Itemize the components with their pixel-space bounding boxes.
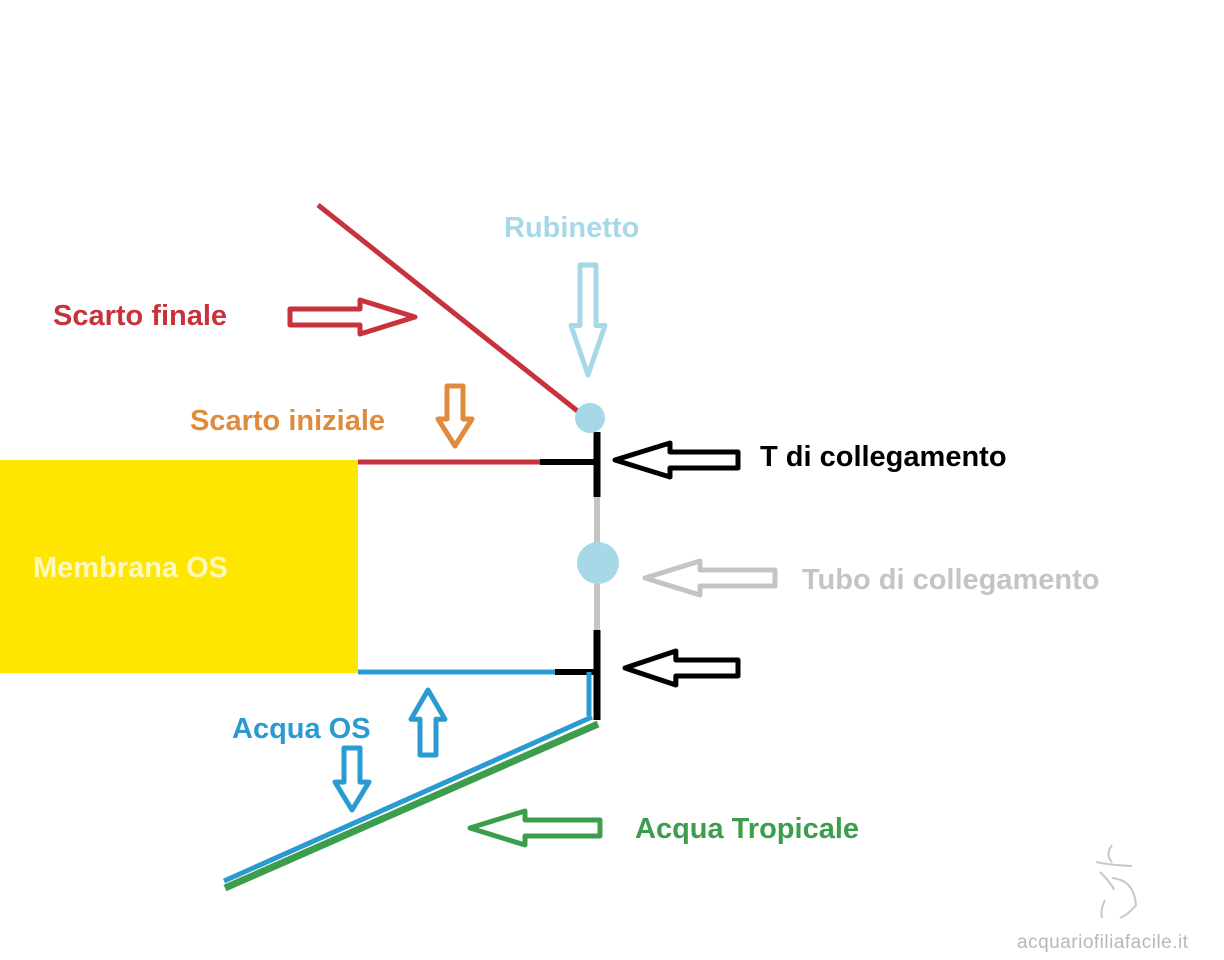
ro-water-down-arrow-icon [332, 745, 372, 813]
t-connector-arrow-icon [612, 440, 741, 480]
tropical-water-pipe [223, 720, 600, 892]
tap-connector [575, 403, 605, 433]
tap-arrow-icon [568, 262, 608, 378]
initial-waste-label: Scarto iniziale [190, 405, 385, 437]
watermark-logo-icon [1095, 844, 1138, 919]
final-waste-pipe [316, 203, 582, 415]
membrane-label: Membrana OS [33, 552, 228, 584]
connecting-tube-arrow-icon [642, 558, 778, 598]
final-waste-arrow-icon [287, 297, 418, 337]
initial-waste-arrow-icon [435, 383, 475, 449]
ro-water-outlet-pipe [222, 714, 594, 884]
ro-water-up-arrow-icon [408, 687, 448, 758]
ro-water-label: Acqua OS [232, 713, 371, 745]
tap-label: Rubinetto [504, 212, 639, 244]
tube-connector [577, 542, 619, 584]
watermark-text: acquariofiliafacile.it [1017, 932, 1189, 953]
bottom-t-arrow-icon [622, 648, 741, 688]
tropical-water-label: Acqua Tropicale [635, 813, 859, 845]
t-connector-label: T di collegamento [760, 441, 1007, 473]
membrane-block [0, 460, 358, 673]
tropical-water-arrow-icon [467, 808, 603, 848]
connecting-tube-label: Tubo di collegamento [802, 564, 1100, 596]
final-waste-label: Scarto finale [53, 300, 227, 332]
